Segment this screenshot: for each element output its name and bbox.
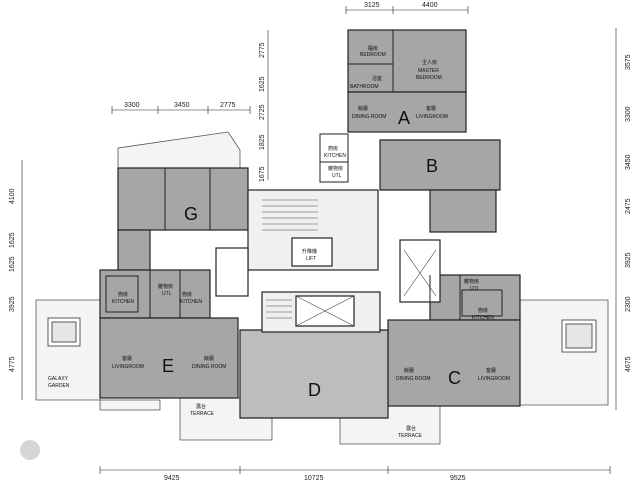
c-utl: UTL: [470, 286, 480, 292]
watermark-brand: SPACIOUS.HK: [44, 451, 120, 463]
flat-c-label: C: [448, 368, 461, 388]
e-kitchen: KITCHEN: [112, 299, 134, 305]
c-living: LIVINGROOM: [478, 376, 510, 382]
dim-left-e-3: 1625: [9, 256, 16, 272]
a-bath-cjk: 浴室: [372, 75, 382, 82]
flat-e-label: E: [162, 356, 174, 376]
galaxy-2: GARDEN: [48, 383, 70, 389]
c-dining: DINING ROOM: [396, 376, 430, 382]
dim-top-e-3: 2775: [220, 102, 236, 109]
dimension-lines: [21, 6, 617, 474]
dim-right-7: 4675: [625, 356, 632, 372]
c-kitchen: KITCHEN: [472, 315, 494, 321]
flat-d: [239, 329, 389, 419]
e-utl-cjk: 雜物房: [158, 283, 173, 290]
dim-right-3: 3450: [625, 154, 632, 170]
dim-right-1: 3575: [625, 54, 632, 70]
flat-d-label: D: [308, 380, 321, 400]
dim-right-4: 2475: [625, 198, 632, 214]
a-utl: UTL: [332, 173, 342, 179]
stairs: [262, 199, 437, 327]
c-utl-cjk: 雜物房: [464, 278, 479, 285]
a-master-cjk: 主人房: [422, 59, 437, 66]
a-bedroom-cjk: 睡房: [368, 45, 378, 52]
lift-label: LIFT: [306, 256, 316, 262]
dim-left-e-5: 4775: [9, 356, 16, 372]
c-terrace: TERRACE: [398, 433, 423, 439]
watermark-cjk: 中原: [44, 435, 66, 449]
e-terrace-cjk: 露台: [196, 403, 206, 410]
flat-g-label: G: [184, 204, 198, 224]
e-dining-cjk: 飯廳: [204, 355, 214, 362]
a-master-2: BEDROOM: [416, 75, 442, 81]
dim-bottom-3: 9525: [450, 475, 466, 480]
dim-right-6: 2300: [625, 296, 632, 312]
e-living: LIVINGROOM: [112, 364, 144, 370]
a-bedroom: BEDROOM: [360, 52, 386, 58]
e-dining: DINING ROOM: [192, 364, 226, 370]
flat-b: [379, 139, 501, 233]
a-utl-cjk: 雜物房: [328, 165, 343, 172]
a-kitchen-cjk: 廚房: [328, 145, 338, 152]
flat-e: [99, 269, 239, 399]
dim-bottom-2: 10725: [304, 475, 324, 480]
dim-top-a-2: 4400: [422, 2, 438, 9]
a-living-cjk: 客廳: [426, 105, 436, 112]
e-utl: UTL: [162, 291, 172, 297]
dim-left-e-1: 4100: [9, 188, 16, 204]
dim-top-a-1: 3125: [364, 2, 380, 9]
e-kitchen2-cjk: 廚房: [182, 291, 192, 298]
flat-c: [387, 274, 521, 407]
partitions: [105, 30, 503, 320]
dim-left-a-4: 1825: [259, 134, 266, 150]
dim-left-a-3: 2725: [259, 104, 266, 120]
c-living-cjk: 客廳: [486, 367, 496, 374]
lift-cjk: 升降機: [302, 248, 317, 255]
dim-top-e-1: 3300: [124, 102, 140, 109]
dim-left-e-4: 3925: [9, 296, 16, 312]
garden-planters: [47, 317, 597, 353]
c-terrace-cjk: 露台: [406, 425, 416, 432]
spacious-logo: 中原 SPACIOUS.HK: [20, 435, 120, 463]
a-bath: BATHROOM: [350, 84, 379, 90]
a-kitchen: KITCHEN: [324, 153, 346, 159]
dim-bottom-1: 9425: [164, 475, 180, 480]
a-living: LIVINGROOM: [416, 114, 448, 120]
dim-left-a-2: 1625: [259, 76, 266, 92]
e-terrace: TERRACE: [190, 411, 215, 417]
e-kitchen-cjk: 廚房: [118, 291, 128, 298]
dim-left-e-2: 1625: [9, 232, 16, 248]
dim-mid-left: 1675: [259, 166, 266, 182]
dim-right-5: 3925: [625, 252, 632, 268]
c-kitchen-cjk: 廚房: [478, 307, 488, 314]
flat-a: [347, 29, 467, 133]
e-kitchen2: KITCHEN: [180, 299, 202, 305]
dim-right-2: 3300: [625, 106, 632, 122]
central-core: [215, 189, 441, 333]
galaxy-1: GALAXY: [48, 376, 69, 382]
a-dining: DINING ROOM: [352, 114, 386, 120]
a-master-1: MASTER: [418, 68, 439, 74]
a-dining-cjk: 飯廳: [358, 105, 368, 112]
e-living-cjk: 客廳: [122, 355, 132, 362]
flat-a-label: A: [398, 108, 410, 128]
dim-top-e-2: 3450: [174, 102, 190, 109]
c-dining-cjk: 飯廳: [404, 367, 414, 374]
flat-b-label: B: [426, 156, 438, 176]
dim-left-a-1: 2775: [259, 42, 266, 58]
